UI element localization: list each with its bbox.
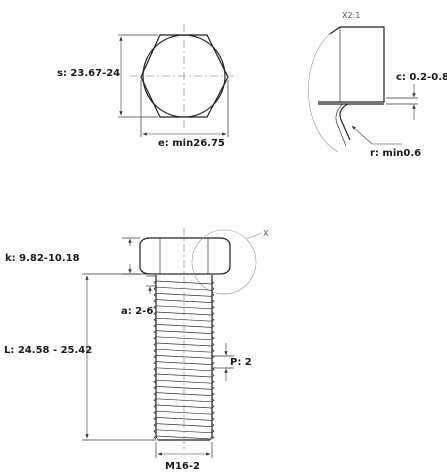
a-dimension-label: a: 2-6 — [121, 306, 153, 317]
detail-x-circle — [191, 229, 257, 295]
thread-crest-right — [211, 404, 215, 409]
thread-crest-right — [211, 398, 215, 403]
hex-head-outline — [140, 34, 229, 118]
thread-crest-right — [211, 410, 215, 415]
r-leader-line — [351, 125, 402, 145]
thread-crest-right — [211, 280, 215, 285]
thread-line — [155, 336, 213, 341]
thread-crest-right — [211, 379, 215, 384]
thread-crest-left — [153, 435, 157, 440]
thread-crest-left — [153, 317, 157, 322]
thread-crest-left — [153, 286, 157, 291]
thread-crest-left — [153, 373, 157, 378]
thread-crest-right — [211, 429, 215, 434]
thread-line — [155, 386, 213, 390]
thread-crest-right — [211, 305, 215, 310]
detail-shank-edge — [335, 103, 347, 147]
detail-x-leader — [245, 232, 263, 240]
thread-crest-left — [153, 293, 157, 297]
thread-crest-right — [211, 348, 215, 353]
e-dimension-label: e: min26.75 — [158, 138, 225, 149]
side-view: X k: 9.82-10.18 a: 2-6 L: 24.58 - 25.42 — [4, 228, 269, 472]
bolt-head-outline — [139, 237, 231, 275]
thread-crest-left — [153, 348, 157, 353]
thread-line — [155, 379, 213, 384]
shank-end-chamfer-right — [209, 435, 213, 441]
thread-line — [155, 417, 213, 421]
thread-crest-right — [211, 311, 215, 316]
thread-crest-left — [153, 311, 157, 316]
thread-line — [155, 410, 213, 415]
thread-crest-left — [153, 423, 157, 427]
thread-crest-left — [153, 336, 157, 341]
thread-crest-right — [211, 317, 215, 322]
thread-crest-right — [211, 423, 215, 427]
thread-crest-right — [211, 386, 215, 390]
s-dimension-label: s: 23.67-24 — [57, 68, 120, 79]
thread-crest-right — [211, 336, 215, 341]
thread-crest-left — [153, 398, 157, 403]
thread-crest-left — [153, 404, 157, 409]
thread-crest-left — [153, 330, 157, 334]
thread-crest-right — [211, 392, 215, 396]
thread-crest-left — [153, 417, 157, 421]
L-dimension-label: L: 24.58 - 25.42 — [4, 345, 92, 356]
thread-crest-right — [211, 286, 215, 291]
thread-crest-right — [211, 373, 215, 378]
thread-size-label: M16-2 — [165, 461, 200, 472]
detail-head-profile — [318, 26, 385, 103]
thread-line — [155, 305, 213, 310]
thread-line — [155, 330, 213, 334]
detail-scale-label: X2:1 — [342, 11, 360, 20]
thread-crest-left — [153, 305, 157, 310]
thread-crest-right — [211, 324, 215, 328]
thread-crest-left — [153, 379, 157, 384]
thread-crest-right — [211, 435, 215, 440]
thread-crest-left — [153, 299, 157, 303]
c-dimension-label: c: 0.2-0.8 — [396, 72, 447, 83]
thread-line — [155, 348, 213, 353]
detail-fillet-radius — [339, 103, 351, 141]
thread-line — [155, 367, 213, 372]
thread-crest-right — [211, 293, 215, 297]
thread-crest-left — [153, 386, 157, 390]
thread-crest-left — [153, 429, 157, 434]
thread-crest-right — [211, 417, 215, 421]
r-dimension-label: r: min0.6 — [370, 148, 421, 159]
thread-crest-left — [153, 280, 157, 285]
detail-view: X2:1 c: 0.2-0.8 r: min0.6 — [308, 11, 447, 159]
detail-x-marker: X — [263, 229, 269, 238]
thread-line — [155, 299, 213, 303]
thread-crest-left — [153, 355, 157, 359]
P-dimension-label: P: 2 — [230, 357, 252, 368]
thread-crest-left — [153, 392, 157, 396]
thread-crest-left — [153, 324, 157, 328]
shank-end-chamfer-left — [155, 435, 159, 441]
top-view: s: 23.67-24 e: min26.75 — [57, 24, 238, 149]
thread-crest-right — [211, 361, 215, 365]
k-dimension-label: k: 9.82-10.18 — [5, 253, 80, 264]
thread-crest-left — [153, 342, 157, 347]
thread-crest-right — [211, 330, 215, 334]
thread-crest-left — [153, 367, 157, 372]
thread-crest-left — [153, 361, 157, 365]
thread-crest-right — [211, 299, 215, 303]
detail-boundary-arc — [308, 33, 339, 153]
thread-crest-left — [153, 410, 157, 415]
thread-crest-right — [211, 342, 215, 347]
